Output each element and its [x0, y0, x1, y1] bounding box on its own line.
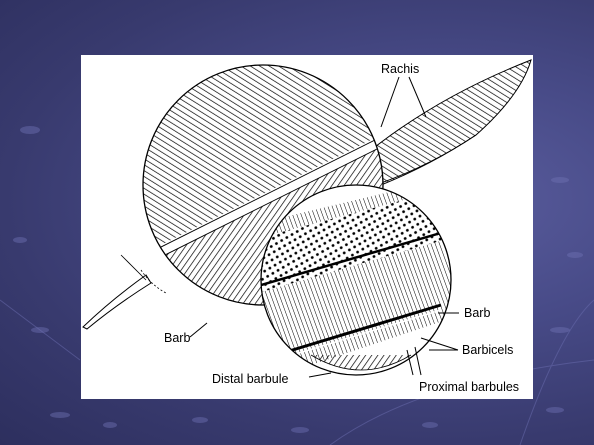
barbicels-label: Barbicels	[462, 344, 513, 357]
quill	[83, 255, 166, 329]
feather-tip	[371, 60, 531, 185]
barb-label-lower: Barb	[164, 332, 190, 345]
feather-diagram: Rachis Barb Barbicels Barb Distal barbul…	[81, 55, 533, 399]
rachis-label: Rachis	[381, 63, 419, 76]
barb-label-upper: Barb	[464, 307, 490, 320]
proximal-barbules-label: Proximal barbules	[419, 381, 519, 394]
distal-barbule-label: Distal barbule	[212, 373, 288, 386]
